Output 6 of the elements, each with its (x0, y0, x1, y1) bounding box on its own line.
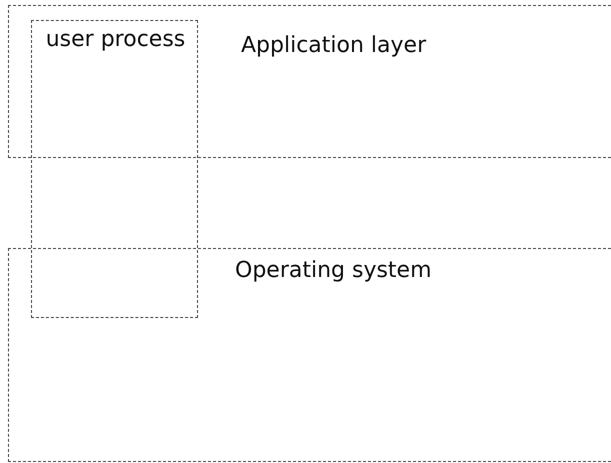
dashed-region (8, 248, 611, 462)
region-label: Application layer (241, 32, 428, 60)
region-label: user process (44, 26, 186, 54)
dashed-region (31, 20, 198, 318)
dashed-region (8, 5, 611, 158)
region-label: Operating system (235, 257, 433, 285)
